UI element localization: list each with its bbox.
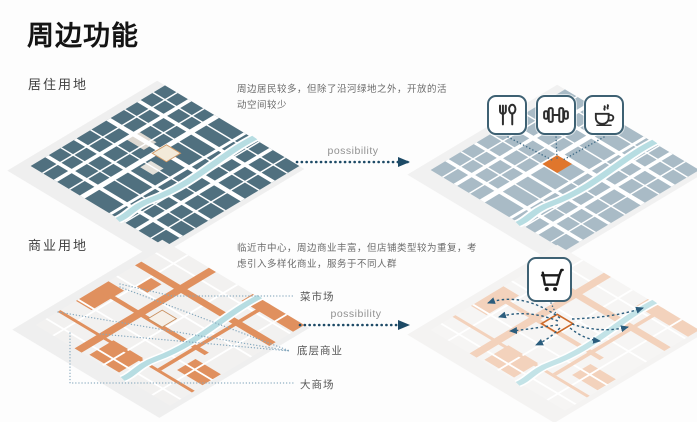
radiating-arrows bbox=[487, 297, 644, 346]
label-mall: 大商场 bbox=[300, 379, 335, 391]
possibility-label-1: possibility bbox=[327, 145, 379, 157]
commercial-map bbox=[12, 239, 310, 418]
restaurant-icon-box bbox=[487, 95, 527, 135]
section-label-residential: 居住用地 bbox=[28, 77, 89, 92]
residential-map bbox=[7, 80, 305, 259]
fitness-icon-box bbox=[536, 95, 576, 135]
cafe-icon-box bbox=[584, 95, 624, 135]
restaurant-icon bbox=[499, 103, 517, 126]
fitness-icon bbox=[543, 107, 569, 123]
possibility-label-2: possibility bbox=[330, 308, 382, 320]
icon-connector-lines bbox=[507, 136, 605, 161]
leader-lines bbox=[57, 283, 294, 384]
highlight-site-outline bbox=[540, 313, 575, 334]
page-title: 周边功能 bbox=[27, 21, 139, 51]
shopping-cart-icon-box bbox=[527, 257, 572, 302]
commercial-description: 临近市中心，周边商业丰富，但店铺类型较为重复，考虑引入多样化商业，服务于不同人群 bbox=[237, 243, 478, 271]
residential-description: 周边居民较多，但除了沿河绿地之外，开放的活动空间较少 bbox=[237, 84, 448, 112]
label-ground-floor-commerce: 底层商业 bbox=[297, 345, 343, 357]
section-label-commercial: 商业用地 bbox=[28, 238, 89, 253]
cafe-icon bbox=[594, 104, 615, 127]
shopping-cart-icon bbox=[540, 268, 564, 291]
label-market: 菜市场 bbox=[300, 291, 335, 303]
cart-connector-line bbox=[550, 302, 557, 315]
